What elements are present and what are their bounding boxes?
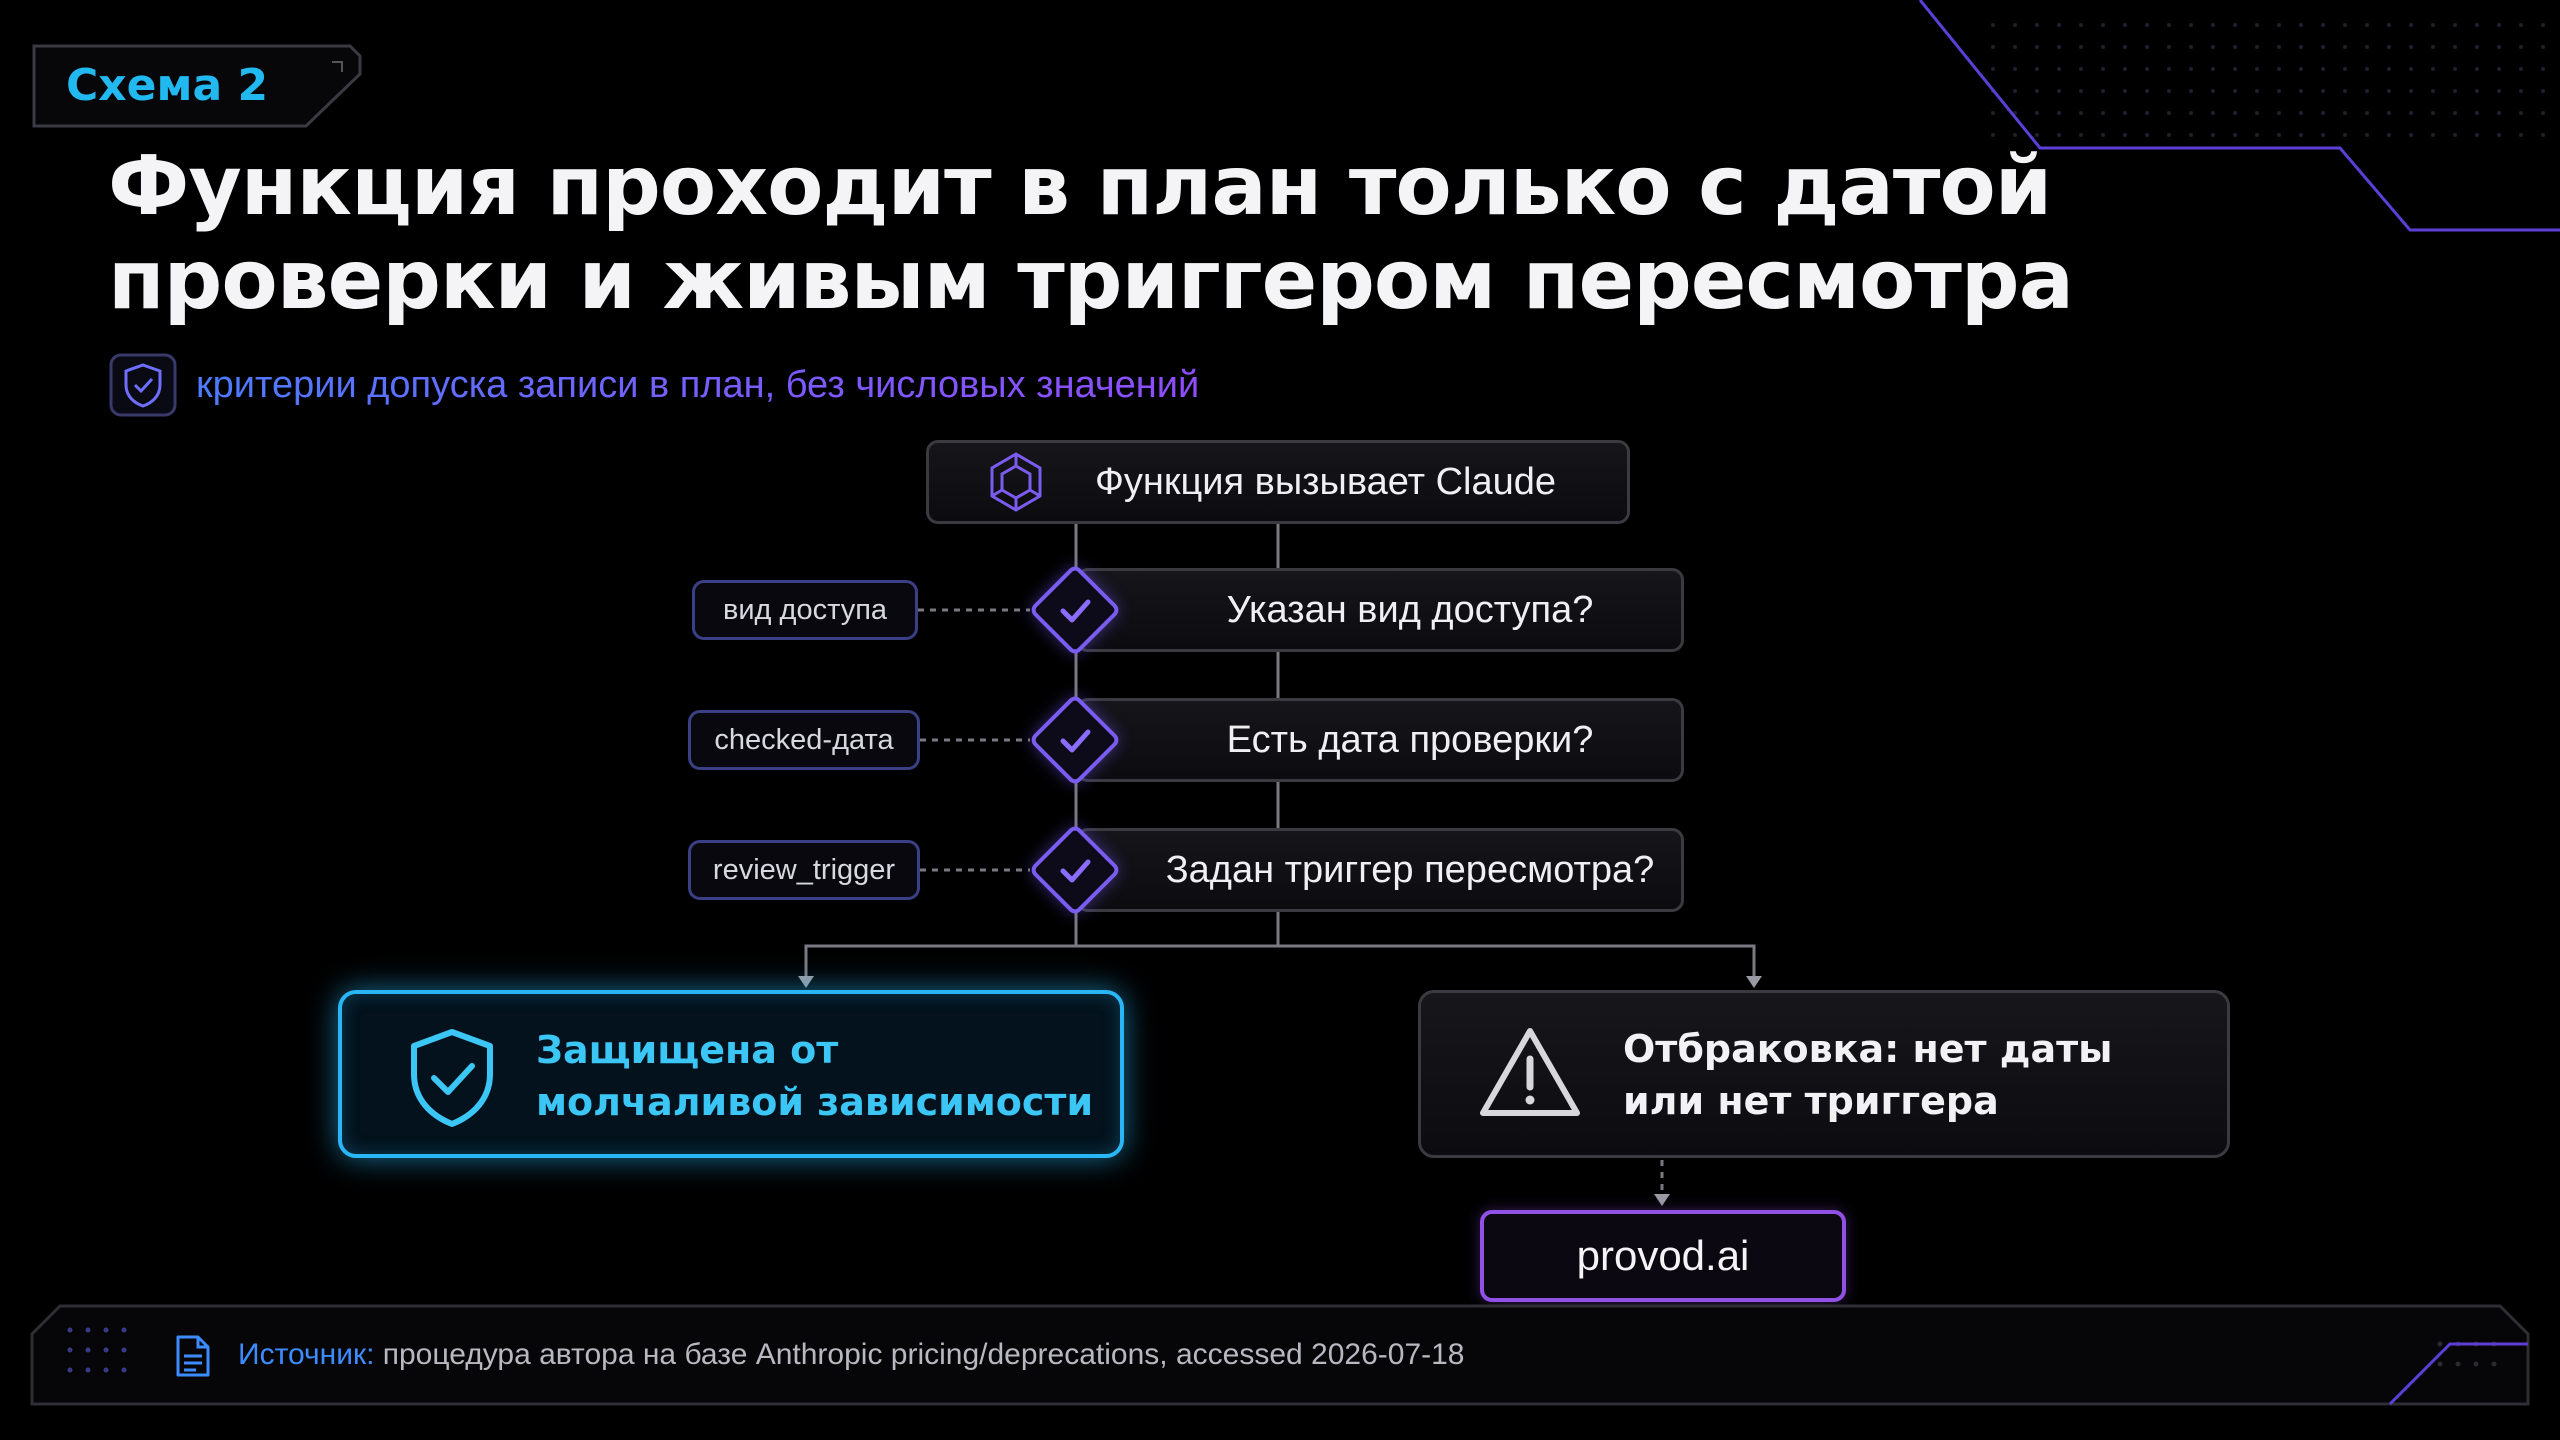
decorative-circuit [1918,0,2560,232]
warning-icon [1480,1028,1580,1116]
pass-label-line-2: молчаливой зависимости [536,1080,1094,1124]
field-tag: review_trigger [688,840,920,900]
check-question: Задан триггер пересмотра? [1165,848,1655,891]
check-question: Есть дата проверки? [1226,718,1594,761]
pass-outcome: Защищена от молчаливой зависимости [338,990,1124,1158]
reject-label-line-2: или нет триггера [1623,1079,1999,1123]
title-line-1: Функция проходит в план только с датой [108,139,2052,234]
field-tag: вид доступа [692,580,918,640]
check-access-type: Указан вид доступа? [1076,568,1684,652]
checkmark-icon [1060,599,1091,623]
reject-outcome: Отбраковка: нет даты или нет триггера [1418,990,2230,1158]
pass-label-line-1: Защищена от [536,1028,839,1072]
page-title: Функция проходит в план только с датой п… [108,139,2074,328]
checkmark-icon [1060,859,1091,883]
check-review-trigger: Задан триггер пересмотра? [1076,828,1684,912]
source-prefix: Источник: [238,1338,375,1371]
checkmark-icon [1060,729,1091,753]
shield-check-icon [411,1029,493,1127]
start-node: Функция вызывает Claude [926,440,1630,524]
cube-icon [990,452,1042,512]
check-question: Указан вид доступа? [1226,588,1594,631]
source-body: процедура автора на базе Anthropic prici… [374,1338,1465,1371]
field-tag: checked-дата [688,710,920,770]
title-line-2: проверки и живым триггером пересмотра [108,233,2074,328]
source-footer: Источник: процедура автора на базе Anthr… [30,1304,2530,1406]
reject-label: Отбраковка: нет даты или нет триггера [1623,1023,2183,1127]
check-review-date: Есть дата проверки? [1076,698,1684,782]
reject-label-line-1: Отбраковка: нет даты [1623,1027,2113,1071]
start-label: Функция вызывает Claude [1095,460,1557,503]
source-text: Источник: процедура автора на базе Anthr… [238,1332,1464,1378]
subtitle: критерии допуска записи в план, без числ… [196,360,1199,410]
brand-label: provod.ai [1480,1210,1846,1302]
badge-label: Схема 2 [66,60,269,111]
pass-label: Защищена от молчаливой зависимости [536,1024,1096,1128]
document-icon [176,1335,210,1377]
schema-badge: Схема 2 [32,44,362,128]
shield-check-icon [109,353,177,417]
